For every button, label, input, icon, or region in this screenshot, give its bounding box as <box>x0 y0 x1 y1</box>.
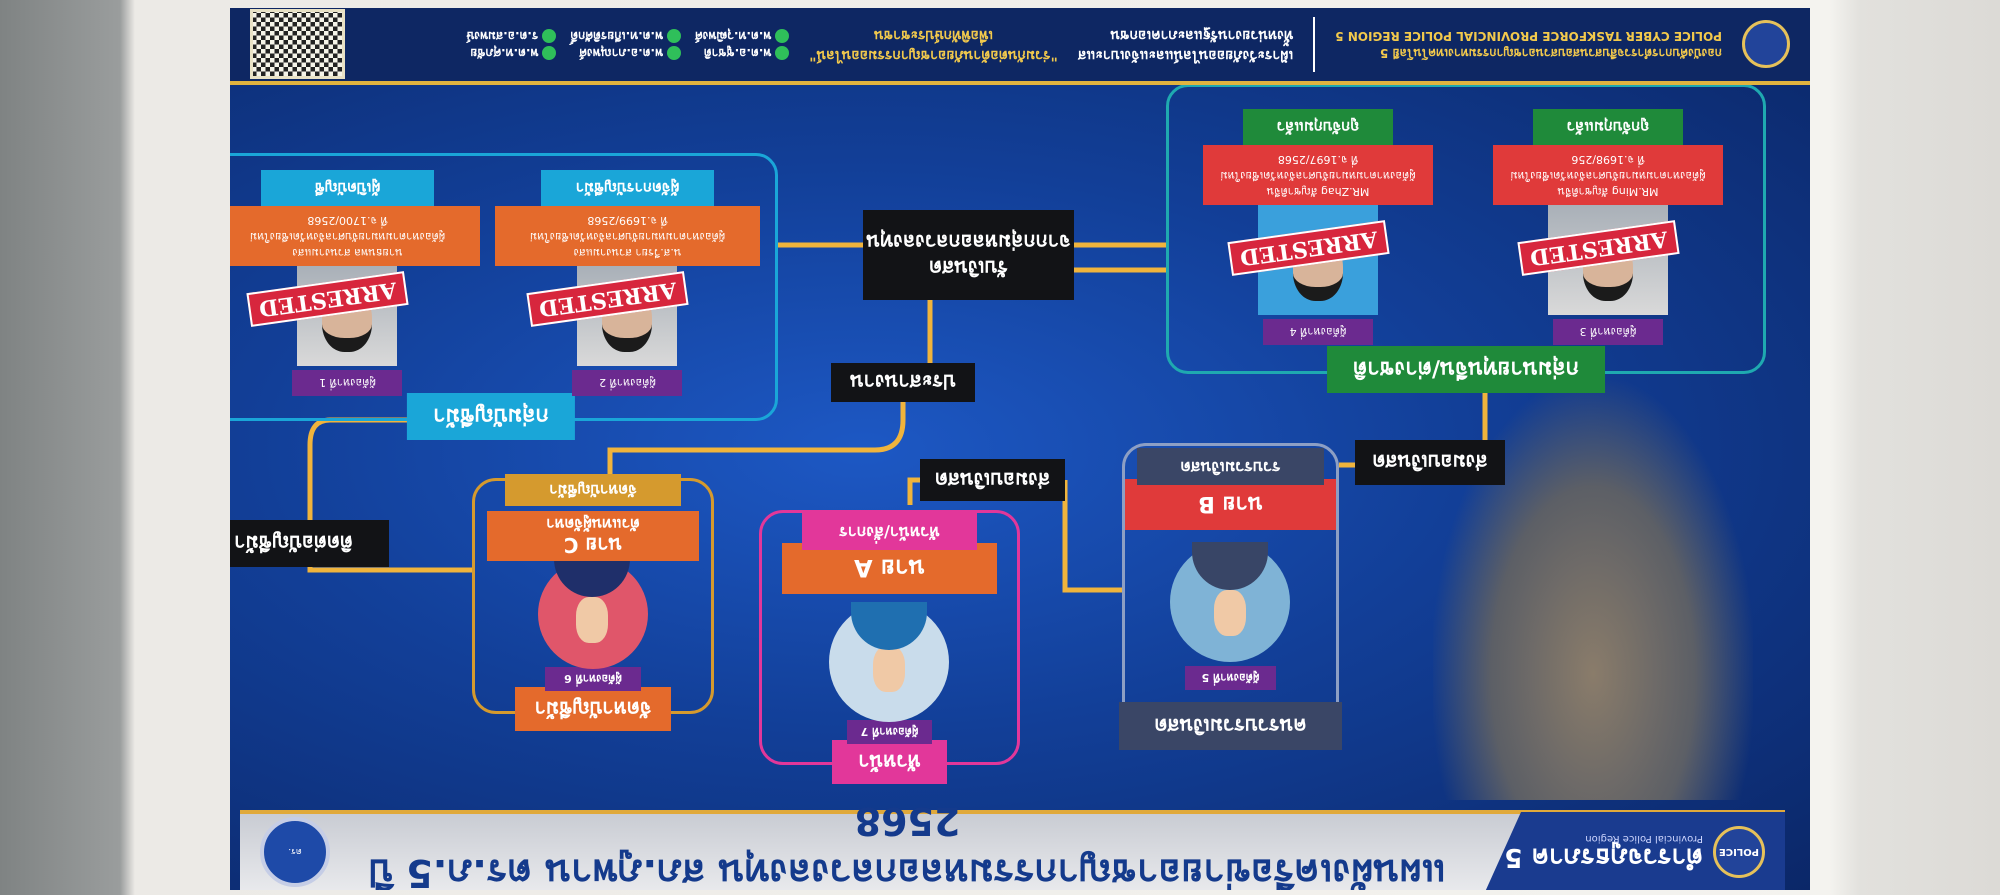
node-a-role: หัวหน้า/สั่งการ <box>802 513 977 550</box>
suspect-tag: ผู้ต้องหาที่ 3 <box>1553 319 1663 345</box>
node-b: คนรวบรวมเงินสด ผู้ต้องหาที่ 5 นาย B รวบร… <box>1119 443 1342 750</box>
footer-col2b: เพื่อพิทักษ์ประชาชน <box>874 27 994 44</box>
suspect-status: ถูกจับกุมแล้ว <box>1243 109 1393 146</box>
node-c-footer: จัดหาบัญชีม้า <box>515 687 671 731</box>
footer-col2a: "ร่วมกันต่อต้านภัยอาชญากรรมออนไลน์" <box>809 47 1058 64</box>
qr-code[interactable] <box>250 9 345 80</box>
person-avatar-icon <box>538 549 648 669</box>
suspect-photo: ARRESTED <box>527 266 690 366</box>
check-icon <box>542 45 557 60</box>
node-b-role: รวบรวมเงินสด <box>1137 448 1324 485</box>
seal-icon: ตร. <box>260 817 330 887</box>
flow-coordinate-label: ประสานงาน <box>831 363 975 402</box>
cyber-police-logo-icon <box>1742 20 1790 69</box>
logo-number: 5 <box>1504 842 1523 873</box>
group-mule-label: กลุ่มบัญชีม้า <box>407 393 575 440</box>
contact-item: ร.ต.อ.สมพงษ์ <box>466 28 557 45</box>
contact-item: พ.ต.อ.ภาณุพงศ์ <box>570 45 681 62</box>
node-a: หัวหน้า ผู้ต้องหาที่ 7 นาย A หัวหน้า/สั่… <box>759 510 1020 784</box>
footer-col1b: ทั้งหน่วยงานรัฐและภาคเอกชน <box>1110 27 1294 44</box>
suspect-status: ผู้เปิดบัญชี <box>261 170 434 207</box>
suspect-photo: ARRESTED <box>247 266 410 366</box>
suspect-tag: ผู้ต้องหาที่ 1 <box>292 370 403 396</box>
contact-item: พ.ต.อ.ชูชาติ <box>695 45 790 62</box>
logo-line1: ตำรวจภูธรภาค <box>1531 842 1703 873</box>
suspect-warrant: ผู้ต้องหาตามหมายจับศาลจังหวัดเชียงใหม่ <box>249 230 446 244</box>
suspect-case: ที่ จ.1699/2568 <box>587 214 668 228</box>
flow-handover2-label: ส่งมอบเงินสด <box>920 459 1065 501</box>
suspect-card-3: ผู้ต้องหาที่ 3 ARRESTED MR.Ming สัญชาติจ… <box>1493 109 1723 345</box>
node-a-name: นาย A <box>782 543 997 594</box>
police-badge-icon: POLICE <box>1713 826 1765 878</box>
check-icon <box>542 29 557 43</box>
footer-col1a: เฝ้าระวังภัยออนไลน์และแจ้งเบาะแส <box>1077 47 1294 64</box>
node-c-name: นาย C <box>563 533 623 557</box>
node-c-role: ตัวแทนผู้จัดหา <box>546 515 640 533</box>
contact-item: พ.ต.ท.วุฒิพงศ์ <box>695 28 790 45</box>
check-icon <box>666 45 681 60</box>
node-a-tag: ผู้ต้องหาที่ 7 <box>847 720 932 744</box>
footer-band: กองบังคับการตำรวจสืบสวนสอบสวนอาชญากรรมทา… <box>230 8 1810 85</box>
node-b-tag: ผู้ต้องหาที่ 5 <box>1185 666 1276 690</box>
group-foreign: กลุ่มนายทุนจีน/ต่างชาติ ผู้ต้องหาที่ 3 A… <box>1166 84 1766 393</box>
contact-item: พ.ต.ท.เกียรติศักดิ์ <box>570 28 681 45</box>
check-icon <box>775 29 790 43</box>
poster-title: แผนผังเครือข่ายอาชญากรรมหลอกลวงลงทุน สภ.… <box>369 799 1446 891</box>
flow-receive-label: รับเงินสด จากกลุ่มหลอกลวงลงทุน <box>863 210 1074 300</box>
suspect-warrant: ผู้ต้องหาตามหมายจับศาลจังหวัดเชียงใหม่ <box>1510 169 1706 183</box>
node-c-tag: ผู้ต้องหาที่ 6 <box>545 667 641 691</box>
flow-handover1-label: ส่งมอบเงินสด <box>1355 440 1505 485</box>
group-mule: กลุ่มบัญชีม้า ผู้ต้องหาที่ 2 ARRESTED น.… <box>230 153 778 440</box>
suspect-card-1: ผู้ต้องหาที่ 1 ARRESTED นายธนพล สวนงามแส… <box>230 170 480 396</box>
person-avatar-icon <box>829 602 950 722</box>
group-foreign-label: กลุ่มนายทุนจีน/ต่างชาติ <box>1326 346 1606 393</box>
suspect-warrant: ผู้ต้องหาตามหมายจับศาลจังหวัดเชียงใหม่ <box>1220 169 1416 183</box>
suspect-name: น.ส.วีรยา สวนงามแสง <box>573 246 682 259</box>
node-b-footer: คนรวบรวมเงินสด <box>1119 702 1342 750</box>
connector-handover2 <box>907 477 1122 593</box>
suspect-card-4: ผู้ต้องหาที่ 4 ARRESTED MR.Zhag สัญชาติจ… <box>1203 109 1433 345</box>
poster: POLICE ตำรวจภูธรภาค 5 Provincial Police … <box>230 8 1810 890</box>
connector-contact <box>307 417 472 573</box>
suspect-card-2: ผู้ต้องหาที่ 2 ARRESTED น.ส.วีรยา สวนงาม… <box>495 170 760 396</box>
suspect-tag: ผู้ต้องหาที่ 4 <box>1263 319 1373 345</box>
suspect-case: ที่ จ.1697/2568 <box>1277 153 1359 167</box>
footer-org-en: POLICE CYBER TASKFORCE PROVINCIAL POLICE… <box>1335 29 1722 44</box>
flow-contact-label: ติดต่อบัญชีม้า <box>230 520 389 567</box>
check-icon <box>666 29 681 43</box>
suspect-photo: ARRESTED <box>1227 205 1390 315</box>
divider <box>1313 17 1316 72</box>
person-avatar-icon <box>1170 542 1291 662</box>
suspect-case: ที่ จ.1700/2568 <box>307 214 388 228</box>
suspect-case: ที่ จ.1698/256 <box>1571 153 1645 167</box>
check-icon <box>775 45 790 60</box>
footer-org-th: กองบังคับการตำรวจสืบสวนสอบสวนอาชญากรรมทา… <box>1380 46 1722 61</box>
region-logo: POLICE ตำรวจภูธรภาค 5 Provincial Police … <box>1485 812 1785 890</box>
node-a-footer: หัวหน้า <box>832 740 947 784</box>
suspect-status: ถูกจับกุมแล้ว <box>1533 109 1683 146</box>
suspect-status: ผู้จัดการบัญชีม้า <box>541 170 714 207</box>
suspect-name: MR.Ming สัญชาติจีน <box>1557 185 1659 198</box>
contact-item: พ.ต.ท.ศุภชัย <box>466 45 557 62</box>
suspect-tag: ผู้ต้องหาที่ 2 <box>572 370 683 396</box>
title-band: POLICE ตำรวจภูธรภาค 5 Provincial Police … <box>240 800 1785 890</box>
suspect-warrant: ผู้ต้องหาตามหมายจับศาลจังหวัดเชียงใหม่ <box>529 230 726 244</box>
node-c-sub: จัดหาบัญชีม้า <box>505 474 681 506</box>
suspect-name: MR.Zhag สัญชาติจีน <box>1266 185 1370 198</box>
suspect-name: นายธนพล สวนงามแสง <box>292 246 403 259</box>
node-b-name: นาย B <box>1125 479 1336 530</box>
suspect-photo: ARRESTED <box>1517 205 1680 315</box>
